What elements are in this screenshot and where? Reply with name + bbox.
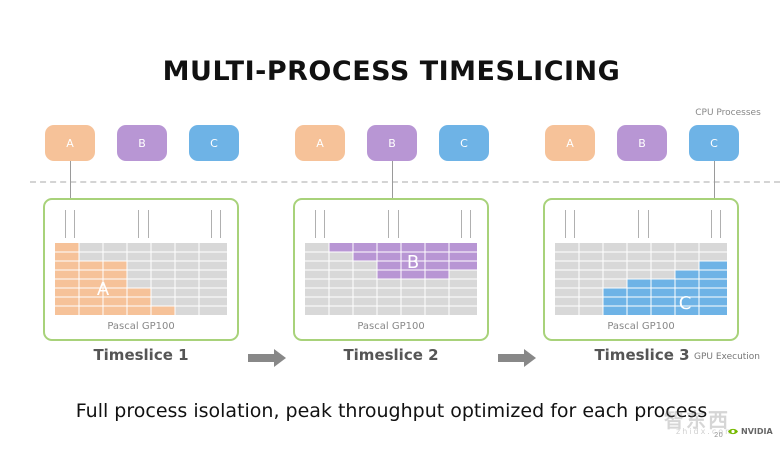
page-number: 20 [714,431,723,439]
workload-label-2: B [407,252,419,273]
nvidia-logo: NVIDIA [727,427,773,436]
cpu-process-b-2: B [367,125,417,161]
cpu-process-a-2: A [295,125,345,161]
timeslice-label-3: Timeslice 3 [594,346,690,364]
gpu-label-2: Pascal GP100 [357,321,425,332]
gpu-label-1: Pascal GP100 [107,321,175,332]
watermark-logo: 智东西 [664,408,730,432]
cpu-process-b-3: B [617,125,667,161]
next-arrow-icon-1 [248,349,286,367]
gpu-grid-2: B [305,243,477,315]
nvidia-logo-text: NVIDIA [741,427,773,436]
slide-caption: Full process isolation, peak throughput … [75,400,708,422]
gpu-label-3: Pascal GP100 [607,321,675,332]
slide-title: MULTI-PROCESS TIMESLICING [162,56,621,87]
gpu-box-2: B Pascal GP100 [293,198,489,341]
gpu-ticks-2 [295,210,487,238]
cpu-gpu-divider [30,181,780,183]
connector-arrow-1 [70,161,71,203]
gpu-execution-label: GPU Execution [694,352,761,362]
connector-arrow-3 [714,161,715,203]
cpu-process-c-1: C [189,125,239,161]
gpu-grid-1: A [55,243,227,315]
gpu-box-3: C Pascal GP100 [543,198,739,341]
gpu-box-1: A Pascal GP100 [43,198,239,341]
connector-arrow-2 [392,161,393,203]
watermark-url: zhidx.com [676,427,735,436]
cpu-processes-label: CPU Processes [695,108,761,118]
nvidia-eye-icon [728,428,738,435]
workload-label-1: A [97,279,110,300]
cpu-process-b-1: B [117,125,167,161]
cpu-process-c-3: C [689,125,739,161]
timeslice-label-2: Timeslice 2 [343,346,439,364]
next-arrow-icon-2 [498,349,536,367]
cpu-process-c-2: C [439,125,489,161]
workload-label-3: C [679,293,692,314]
gpu-ticks-1 [45,210,237,238]
timeslice-label-1: Timeslice 1 [93,346,189,364]
cpu-process-a-1: A [45,125,95,161]
gpu-ticks-3 [545,210,737,238]
cpu-process-a-3: A [545,125,595,161]
gpu-grid-3: C [555,243,727,315]
